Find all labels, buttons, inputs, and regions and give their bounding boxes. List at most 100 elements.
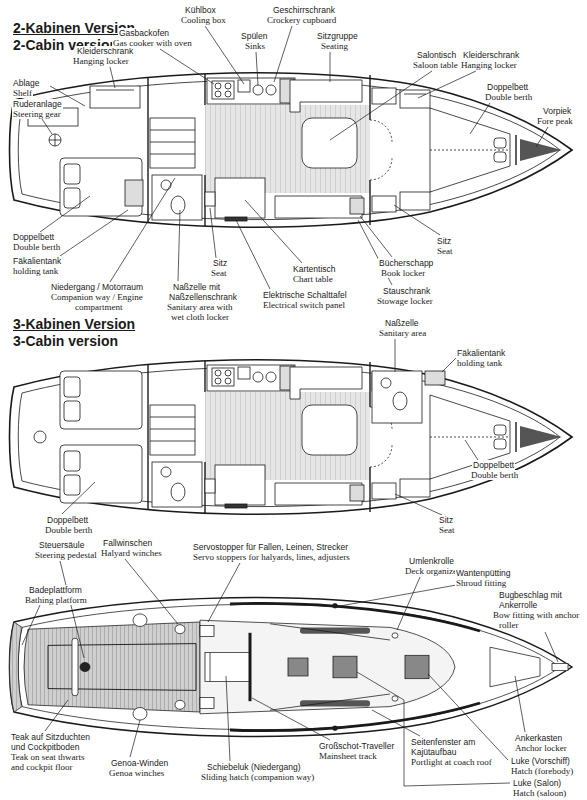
part-label: Sitz (212, 258, 228, 268)
drawing-stroke (64, 451, 80, 471)
part-label: Sanitary area with (166, 302, 233, 312)
part-label: Cooling box (180, 15, 227, 25)
part-label: Halyard winches (100, 548, 163, 558)
drawing-stroke (393, 392, 407, 410)
part-label: Chart table (292, 274, 334, 284)
drawing-stroke (200, 698, 214, 709)
drawing-stroke (372, 371, 422, 423)
drawing-stroke (10, 360, 573, 514)
part-label: Steuersäule (38, 540, 85, 550)
two-cabin-plan (10, 73, 573, 227)
part-label: and cockpit floor (10, 762, 73, 772)
drawing-stroke (24, 622, 200, 712)
part-label: Crockery cupboard (266, 15, 337, 25)
part-label: Double berth (12, 242, 61, 252)
drawing-stroke (333, 604, 338, 609)
part-label: Schiebeluk (Niedergang) (206, 762, 302, 772)
drawing-stroke (60, 445, 142, 503)
part-label: roller (498, 620, 520, 630)
part-label: Naßzelle (384, 318, 420, 328)
part-label: Fore peak (536, 116, 574, 126)
drawing-stroke (333, 656, 357, 678)
drawing-stroke (55, 134, 56, 146)
drawing-stroke (392, 696, 398, 701)
part-label: Teak auf Sitzduchten (10, 732, 91, 742)
part-label: Kartentisch (292, 264, 337, 274)
part-label: holding tank (12, 266, 59, 276)
drawing-stroke (133, 708, 147, 721)
part-label: Hatch (saloon) (512, 788, 567, 798)
part-label: Fallwinschen (102, 538, 153, 548)
part-label: Ankerrolle (498, 600, 538, 610)
part-label: wet cloth locker (170, 312, 230, 322)
drawing-stroke (175, 625, 185, 634)
part-label: Salontisch (416, 50, 457, 60)
part-label: Großschot-Traveller (318, 741, 395, 751)
drawing-stroke (10, 597, 573, 736)
drawing-stroke (64, 377, 80, 397)
part-label: Shroud fitting (455, 578, 507, 588)
part-label: Umlenkrolle (408, 556, 455, 566)
part-label: Sanitary area (378, 328, 427, 338)
part-label: Doppelbett (472, 460, 515, 470)
part-label: Sinks (244, 41, 266, 51)
drawing-stroke (28, 86, 430, 216)
part-label: Sliding hatch (companion way) (200, 772, 315, 782)
part-label: Hanging locker (72, 56, 130, 66)
part-label: compartment (74, 302, 123, 312)
drawing-stroke (148, 74, 562, 226)
part-label: Luke (Salon) (512, 778, 562, 788)
part-label: Fäkalientank (456, 348, 506, 358)
drawing-stroke (200, 626, 214, 637)
part-label: Sitz (436, 236, 452, 246)
part-label: Teak on seat thwarts (10, 752, 86, 762)
part-label: Servostopper für Fallen, Leinen, Strecke… (192, 542, 349, 552)
drawing-stroke (148, 361, 562, 513)
drawing-stroke (400, 90, 430, 108)
part-label: Wantenpütting (455, 568, 512, 578)
part-label: Genoa winches (108, 768, 165, 778)
part-label: Sitzgruppe (316, 31, 359, 41)
drawing-stroke (133, 614, 147, 627)
part-label: Kühlbox (184, 5, 217, 15)
part-label: Bücherschapp (378, 258, 434, 268)
drawing-stroke (288, 658, 308, 676)
part-label: Steering gear (12, 109, 62, 119)
part-label: Gasbackofen (118, 28, 170, 38)
drawing-stroke (10, 73, 573, 227)
drawing-stroke (10, 603, 569, 730)
drawing-stroke (490, 647, 540, 687)
drawing-stroke (200, 620, 455, 714)
drawing-stroke (34, 431, 46, 443)
drawing-stroke (210, 653, 211, 682)
part-label: Seat (436, 246, 454, 256)
part-label: Electrical switch panel (262, 300, 346, 310)
part-label: Spülen (240, 31, 268, 41)
drawing-stroke (64, 401, 80, 421)
drawing-stroke (175, 700, 185, 709)
drawing-stroke (64, 475, 80, 495)
drawing-stroke (392, 633, 398, 638)
drawing-stroke (333, 726, 338, 731)
part-label: Stowage locker (376, 296, 434, 306)
part-label: und Cockpitboden (10, 742, 81, 752)
part-label: Gas cooker with oven (112, 38, 193, 48)
drawing-stroke (425, 371, 445, 385)
part-label: Kleiderschrank (462, 50, 520, 60)
part-label: Hatch (forebody) (510, 766, 574, 776)
part-label: Bugbeschlag mit (498, 590, 563, 600)
three-cabin-plan (10, 360, 573, 514)
drawing-stroke (400, 479, 430, 497)
part-label: Bathing platform (24, 595, 88, 605)
drawing-stroke (405, 655, 429, 678)
part-label: Stauschrank (382, 286, 431, 296)
drawing-stroke (49, 134, 61, 146)
part-label: Double berth (484, 92, 533, 102)
drawing-stroke (60, 371, 142, 429)
drawing-stroke (48, 644, 196, 691)
part-label: Sitz (438, 515, 454, 525)
section-heading: 3-Cabin version (12, 333, 119, 349)
drawing-stroke (72, 638, 78, 696)
